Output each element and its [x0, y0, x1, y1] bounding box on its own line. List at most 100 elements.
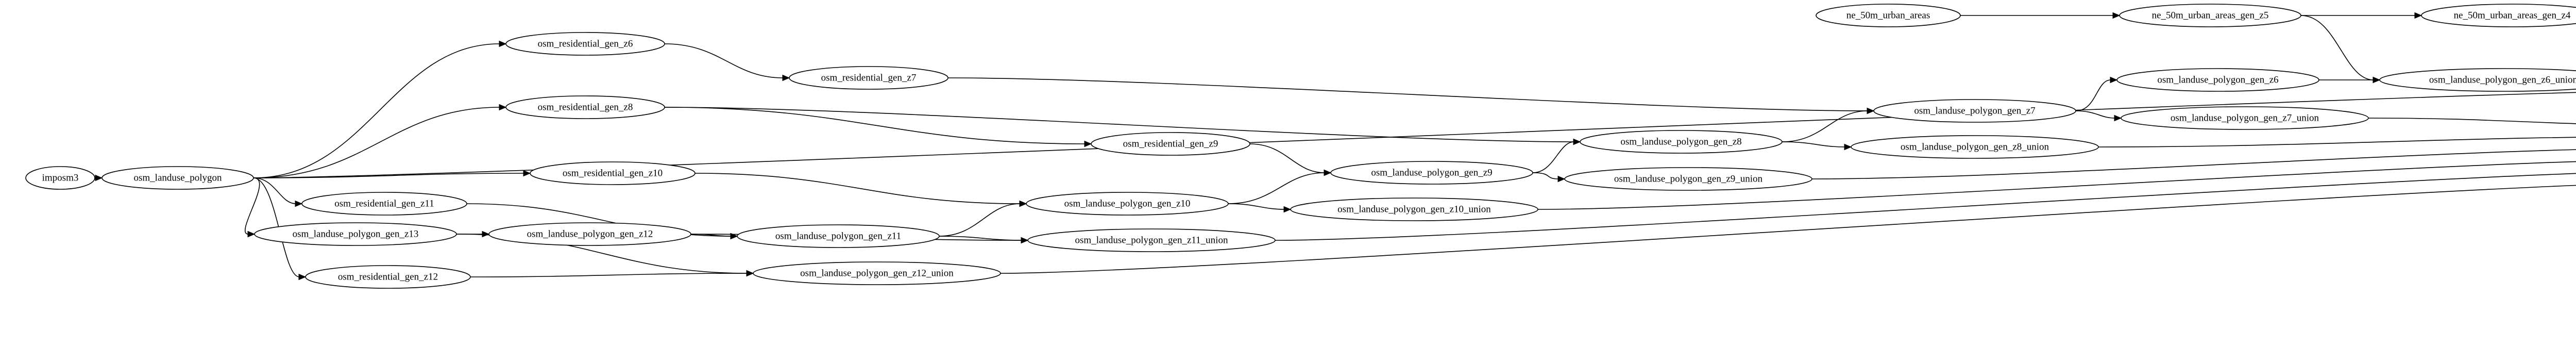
- node-osm_residential_gen_z12[interactable]: osm_residential_gen_z12: [305, 265, 471, 289]
- node-osm_landuse_polygon_gen_z7_union[interactable]: osm_landuse_polygon_gen_z7_union: [2121, 106, 2369, 130]
- node-shape: [2116, 68, 2319, 92]
- node-osm_landuse_polygon_gen_z6_union[interactable]: osm_landuse_polygon_gen_z6_union: [2379, 68, 2576, 92]
- node-shape: [1027, 228, 1276, 252]
- edge-arrowhead: [782, 74, 790, 81]
- node-shape: [2421, 4, 2576, 27]
- edge-osm_residential_gen_z6-to-osm_residential_gen_z7: [664, 43, 784, 78]
- edge-osm_landuse_polygon_gen_z7-to-osm_landuse_polygon_gen_z6: [2075, 79, 2111, 111]
- edge-arrowhead: [482, 231, 490, 238]
- edge-arrowhead: [1573, 138, 1581, 145]
- node-osm_landuse_polygon_gen_z8_union[interactable]: osm_landuse_polygon_gen_z8_union: [1851, 135, 2099, 159]
- node-label: osm_landuse_polygon_gen_z10_union: [1337, 204, 1491, 215]
- edge-osm_landuse_polygon_gen_z10-to-osm_landuse_polygon_gen_z9: [1228, 172, 1325, 204]
- edge-osm_landuse_polygon_gen_z11-to-osm_landuse_polygon_gen_z11_union: [939, 236, 1022, 241]
- node-osm_landuse_polygon_gen_z7[interactable]: osm_landuse_polygon_gen_z7: [1873, 99, 2076, 123]
- edge-osm_residential_gen_z9-to-osm_landuse_polygon_gen_z9: [1249, 143, 1325, 173]
- edge-osm_landuse_polygon_gen_z11_union-to-layer_landuse: [1275, 173, 2576, 241]
- node-osm_landuse_polygon_gen_z12[interactable]: osm_landuse_polygon_gen_z12: [488, 222, 691, 246]
- edge-arrowhead: [1844, 143, 1852, 151]
- node-osm_landuse_polygon_gen_z10_union[interactable]: osm_landuse_polygon_gen_z10_union: [1290, 198, 1538, 221]
- edges-layer: [92, 12, 2576, 281]
- edge-osm_residential_gen_z12-to-osm_landuse_polygon_gen_z12_union: [470, 273, 748, 277]
- node-label: osm_landuse_polygon_gen_z6_union: [2429, 74, 2576, 85]
- node-shape: [2379, 68, 2576, 92]
- edge-arrowhead: [95, 174, 103, 182]
- node-label: osm_landuse_polygon_gen_z12: [527, 228, 653, 239]
- node-osm_landuse_polygon_gen_z6[interactable]: osm_landuse_polygon_gen_z6: [2116, 68, 2319, 92]
- node-osm_residential_gen_z7[interactable]: osm_residential_gen_z7: [789, 66, 948, 90]
- node-osm_residential_gen_z8[interactable]: osm_residential_gen_z8: [505, 95, 665, 119]
- edge-arrowhead: [746, 270, 754, 277]
- edge-arrowhead: [499, 40, 507, 47]
- edge-arrowhead: [1557, 175, 1566, 183]
- node-osm_landuse_polygon_gen_z9[interactable]: osm_landuse_polygon_gen_z9: [1330, 161, 1533, 185]
- edge-arrowhead: [1867, 107, 1875, 114]
- node-shape: [1091, 132, 1250, 156]
- node-ne_50m_urban_areas_gen_z4[interactable]: ne_50m_urban_areas_gen_z4: [2421, 4, 2576, 27]
- node-shape: [25, 166, 95, 190]
- edge-osm_residential_gen_z7-to-osm_landuse_polygon_gen_z7: [947, 77, 1868, 111]
- node-label: osm_residential_gen_z6: [538, 38, 633, 49]
- node-osm_landuse_polygon_gen_z12_union[interactable]: osm_landuse_polygon_gen_z12_union: [753, 261, 1001, 285]
- edge-arrowhead: [298, 273, 307, 281]
- node-label: osm_residential_gen_z10: [563, 168, 663, 178]
- node-label: osm_landuse_polygon_gen_z7_union: [2171, 112, 2319, 123]
- edge-arrowhead: [523, 170, 531, 177]
- node-shape: [305, 265, 471, 289]
- edge-arrowhead: [1084, 140, 1092, 147]
- node-label: osm_landuse_polygon_gen_z9: [1371, 167, 1492, 178]
- edge-osm_landuse_polygon_gen_z9_union-to-layer_landuse: [1811, 149, 2576, 179]
- node-label: osm_landuse_polygon_gen_z6: [2157, 74, 2278, 85]
- edge-osm_landuse_polygon_gen_z8-to-osm_landuse_polygon_gen_z8_union: [1782, 141, 1845, 147]
- node-label: ne_50m_urban_areas: [1846, 10, 1930, 21]
- node-shape: [1330, 161, 1533, 185]
- node-shape: [1026, 192, 1229, 216]
- node-imposm3[interactable]: imposm3: [25, 166, 95, 190]
- node-shape: [301, 192, 467, 216]
- node-label: osm_residential_gen_z8: [538, 102, 633, 112]
- edge-arrowhead: [2414, 12, 2422, 19]
- node-label: osm_landuse_polygon_gen_z9_union: [1614, 173, 1763, 184]
- edge-osm_residential_gen_z10-to-osm_landuse_polygon_gen_z10: [694, 173, 1021, 204]
- edge-osm_residential_gen_z8-to-osm_landuse_polygon_gen_z8: [664, 107, 1574, 142]
- edge-osm_landuse_polygon-to-osm_residential_gen_z10: [253, 173, 524, 178]
- edge-arrowhead: [2110, 76, 2118, 84]
- node-osm_residential_gen_z9[interactable]: osm_residential_gen_z9: [1091, 132, 1250, 156]
- node-ne_50m_urban_areas[interactable]: ne_50m_urban_areas: [1816, 4, 1961, 27]
- node-osm_landuse_polygon_gen_z9_union[interactable]: osm_landuse_polygon_gen_z9_union: [1564, 167, 1812, 191]
- node-shape: [1851, 135, 2099, 159]
- node-label: osm_landuse_polygon_gen_z8: [1620, 136, 1741, 147]
- edge-arrowhead: [2372, 76, 2381, 84]
- node-osm_landuse_polygon[interactable]: osm_landuse_polygon: [101, 166, 254, 190]
- node-label: osm_landuse_polygon_gen_z8_union: [1901, 141, 2049, 152]
- node-osm_residential_gen_z6[interactable]: osm_residential_gen_z6: [505, 32, 665, 56]
- node-label: ne_50m_urban_areas_gen_z4: [2454, 10, 2571, 21]
- edge-osm_landuse_polygon-to-osm_residential_gen_z8: [253, 107, 500, 178]
- node-label: osm_residential_gen_z12: [338, 271, 438, 282]
- node-osm_landuse_polygon_gen_z10[interactable]: osm_landuse_polygon_gen_z10: [1026, 192, 1229, 216]
- node-label: osm_residential_gen_z7: [821, 72, 917, 83]
- node-osm_residential_gen_z10[interactable]: osm_residential_gen_z10: [530, 161, 696, 185]
- node-shape: [789, 66, 948, 90]
- node-osm_landuse_polygon_gen_z11_union[interactable]: osm_landuse_polygon_gen_z11_union: [1027, 228, 1276, 252]
- node-shape: [530, 161, 696, 185]
- node-label: imposm3: [42, 172, 79, 183]
- node-osm_landuse_polygon_gen_z13[interactable]: osm_landuse_polygon_gen_z13: [254, 222, 457, 246]
- node-osm_landuse_polygon_gen_z11[interactable]: osm_landuse_polygon_gen_z11: [737, 224, 940, 248]
- node-shape: [2119, 4, 2301, 27]
- edge-ne_50m_urban_areas_gen_z5-to-osm_landuse_polygon_gen_z6_union: [2300, 15, 2374, 80]
- edge-arrowhead: [1324, 169, 1332, 176]
- nodes-layer: imposm3 osm_landuse_polygon osm_residentia…: [25, 4, 2576, 289]
- node-label: osm_landuse_polygon: [134, 172, 222, 183]
- node-label: osm_landuse_polygon_gen_z10: [1064, 198, 1191, 209]
- node-label: osm_landuse_polygon_gen_z11: [775, 231, 901, 241]
- node-shape: [753, 261, 1001, 285]
- node-osm_residential_gen_z11[interactable]: osm_residential_gen_z11: [301, 192, 467, 216]
- node-shape: [1873, 99, 2076, 123]
- edge-osm_landuse_polygon_gen_z12_union-to-layer_landuse: [1000, 185, 2576, 274]
- node-ne_50m_urban_areas_gen_z5[interactable]: ne_50m_urban_areas_gen_z5: [2119, 4, 2301, 27]
- node-osm_landuse_polygon_gen_z8[interactable]: osm_landuse_polygon_gen_z8: [1580, 130, 1783, 154]
- node-shape: [1816, 4, 1961, 27]
